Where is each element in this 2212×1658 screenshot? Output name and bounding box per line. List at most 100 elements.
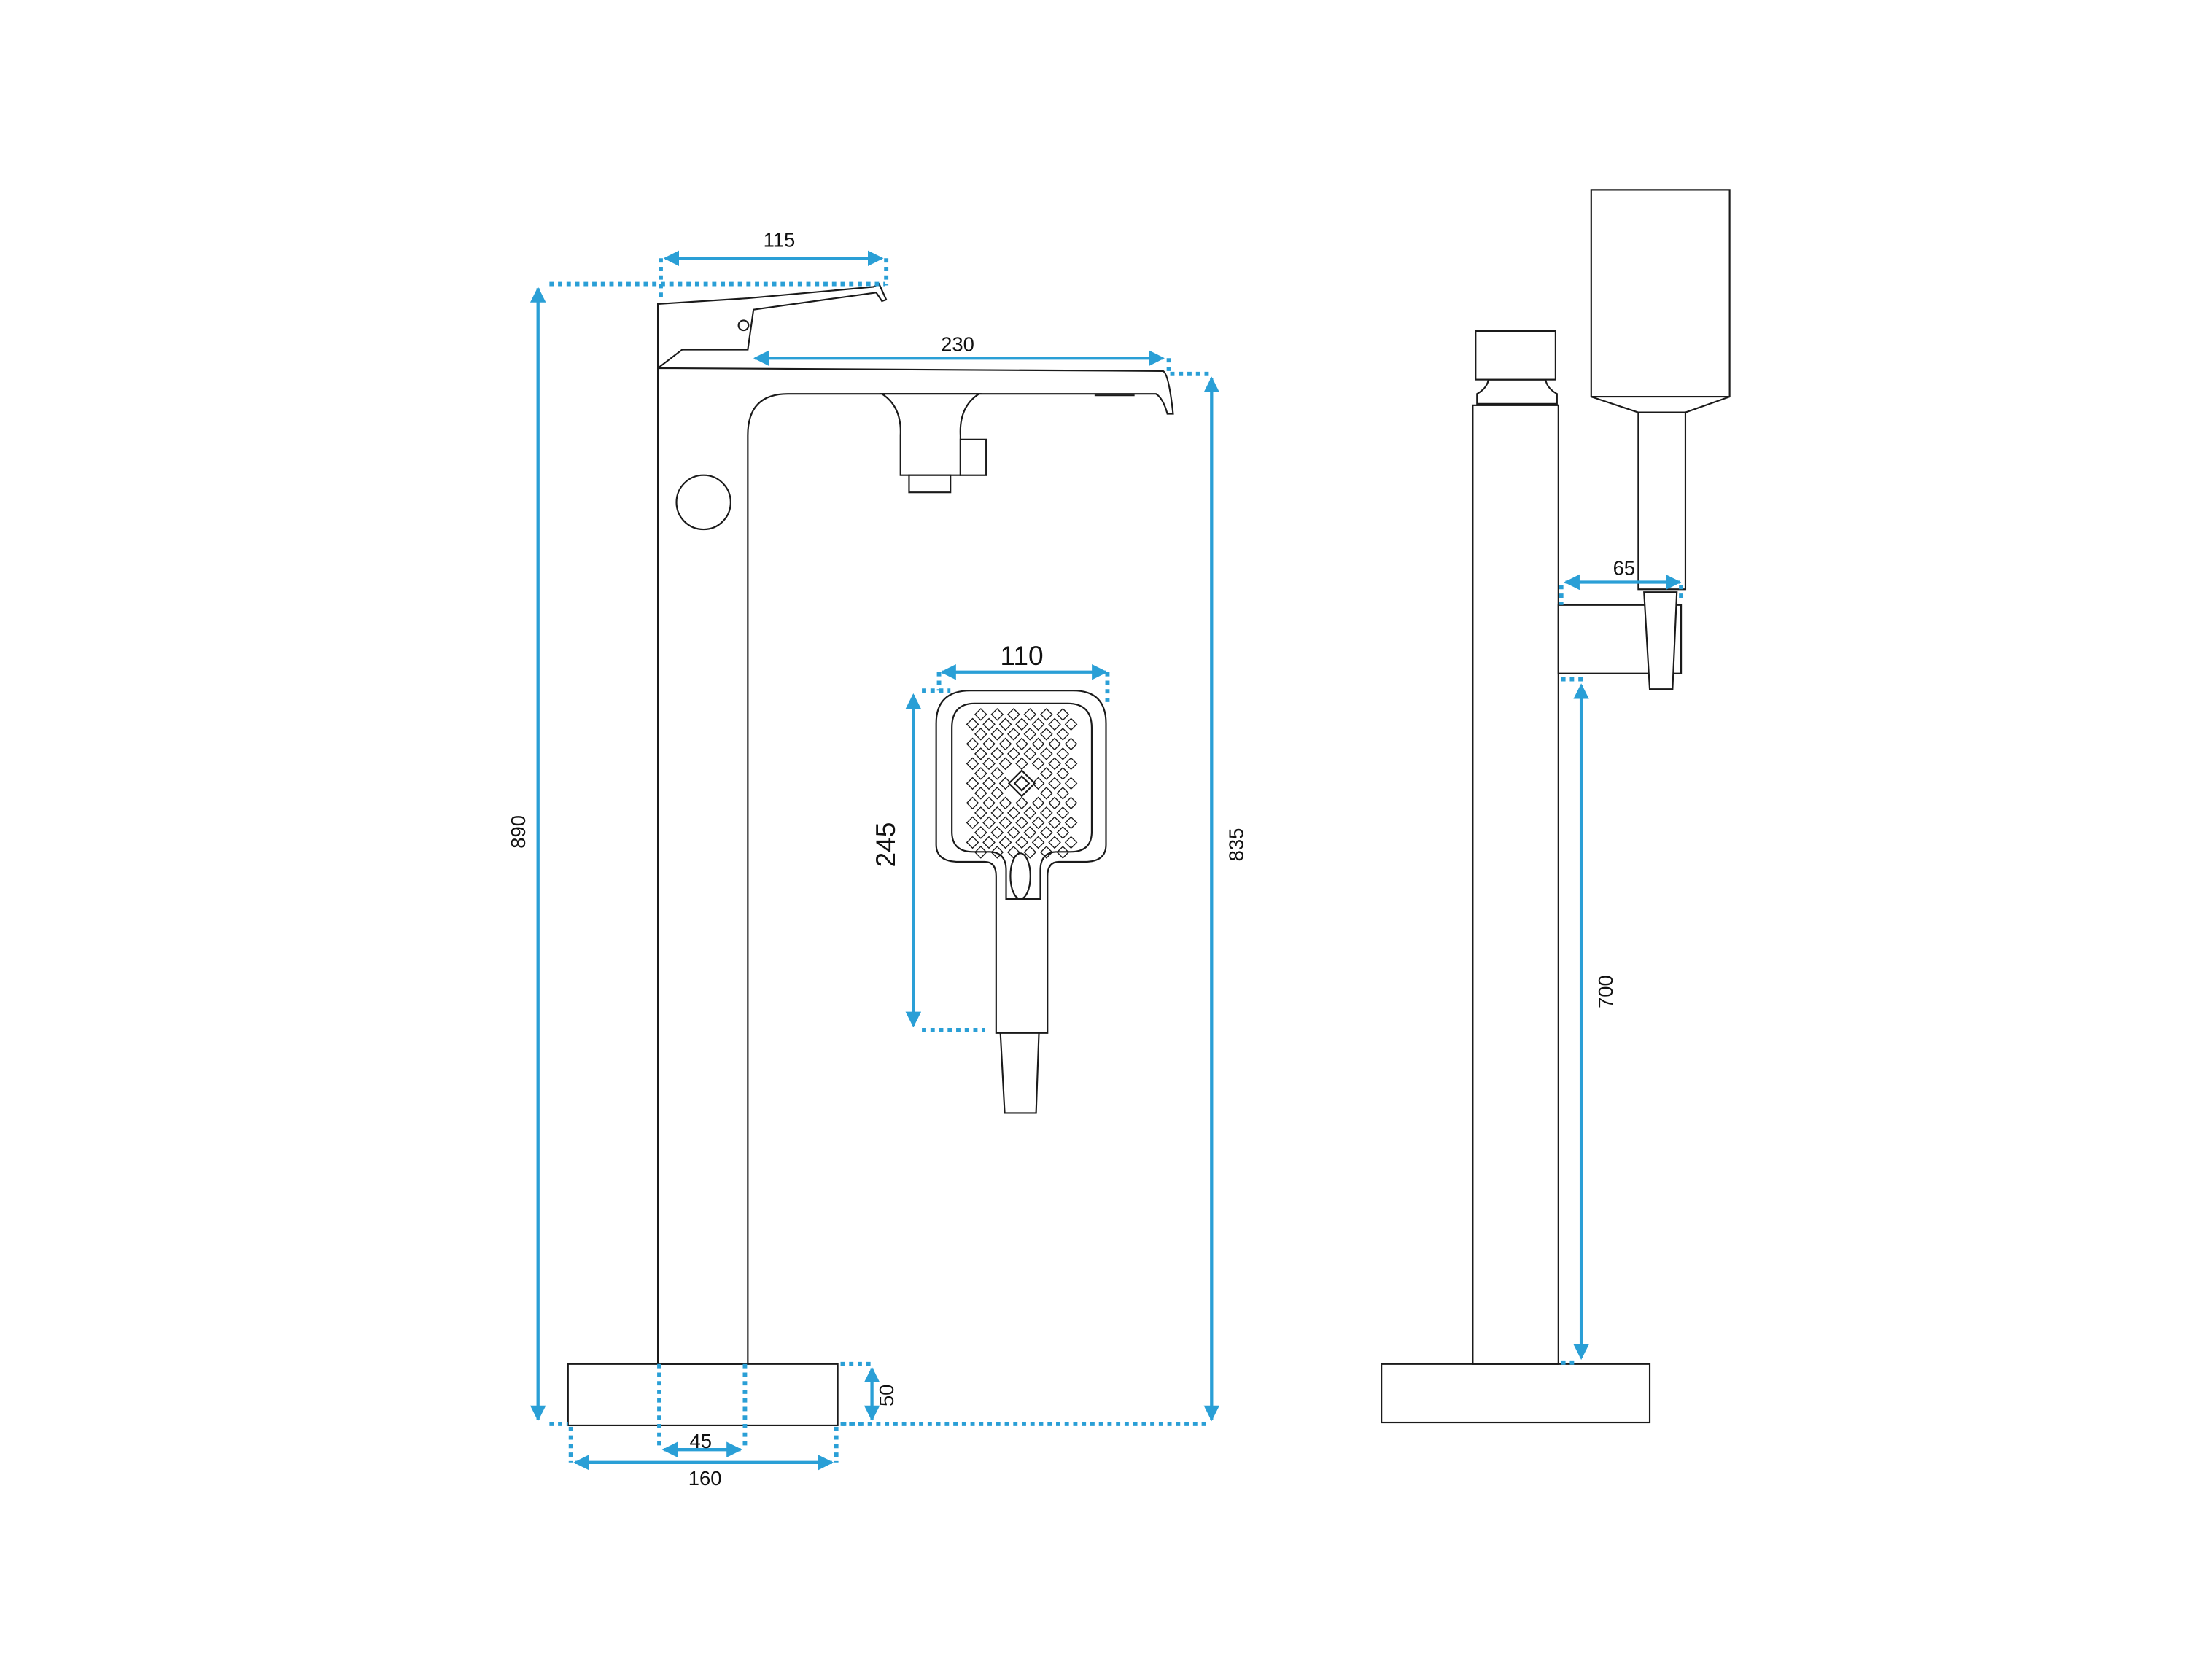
nozzle: [966, 717, 979, 731]
nozzle: [1015, 796, 1028, 810]
nozzle: [990, 787, 1004, 800]
nozzle: [1031, 796, 1045, 810]
nozzle: [990, 806, 1004, 820]
nozzle: [982, 796, 996, 810]
nozzle: [1015, 816, 1028, 830]
side-cap-neck: [1476, 378, 1558, 405]
lever-screw: [737, 319, 750, 332]
nozzle: [974, 728, 987, 741]
nozzle: [998, 777, 1012, 790]
nozzle: [1015, 836, 1028, 849]
nozzle: [1015, 737, 1028, 751]
nozzle: [1007, 747, 1020, 760]
nozzle: [1040, 806, 1053, 820]
nozzle: [982, 836, 996, 849]
outlet-thread: [908, 474, 952, 494]
nozzle: [1007, 708, 1020, 721]
nozzle: [1064, 836, 1078, 849]
spout: [656, 367, 1174, 1365]
nozzle: [1064, 777, 1078, 790]
dim-holder-height: 700: [1594, 975, 1617, 1008]
nozzle: [990, 846, 1004, 859]
nozzle: [974, 747, 987, 760]
nozzle: [998, 796, 1012, 810]
nozzle: [1023, 708, 1037, 721]
nozzle: [1040, 767, 1053, 780]
nozzle: [966, 777, 979, 790]
nozzle: [1007, 806, 1020, 820]
side-lever-cap: [1475, 330, 1556, 381]
nozzle: [1040, 708, 1053, 721]
dim-base-width: 160: [688, 1467, 722, 1490]
nozzle: [998, 757, 1012, 771]
dim-base-height: 50: [875, 1385, 898, 1406]
side-shower-handle: [1637, 411, 1687, 591]
nozzle: [966, 757, 979, 771]
diverter-knob: [675, 474, 731, 531]
nozzle: [1023, 806, 1037, 820]
dim-column-width: 45: [690, 1430, 712, 1452]
dim-total-height: 890: [507, 815, 529, 849]
nozzle: [982, 777, 996, 790]
dim-spout-reach: 230: [941, 332, 974, 355]
nozzle: [1023, 826, 1037, 839]
nozzle: [974, 846, 987, 859]
side-shower-head: [1590, 189, 1731, 413]
nozzle: [1031, 737, 1045, 751]
nozzle: [998, 836, 1012, 849]
nozzle: [1056, 767, 1070, 780]
nozzle: [1015, 757, 1028, 771]
center-nozzle-inner: [1013, 775, 1031, 792]
nozzle: [1056, 826, 1070, 839]
nozzle: [982, 717, 996, 731]
nozzle: [1064, 816, 1078, 830]
nozzle: [990, 728, 1004, 741]
nozzle: [1064, 737, 1078, 751]
nozzle: [966, 816, 979, 830]
nozzle: [998, 737, 1012, 751]
nozzle: [974, 767, 987, 780]
nozzle: [990, 747, 1004, 760]
nozzle: [1056, 747, 1070, 760]
nozzle: [1040, 747, 1053, 760]
nozzle: [1007, 846, 1020, 859]
nozzle: [1048, 796, 1061, 810]
nozzle: [1040, 787, 1053, 800]
shower-face: [951, 702, 1093, 900]
nozzle: [1048, 777, 1061, 790]
dim-shower-length: 245: [870, 822, 901, 868]
nozzle: [1031, 777, 1045, 790]
nozzle: [990, 826, 1004, 839]
nozzle: [974, 806, 987, 820]
nozzle: [1023, 846, 1037, 859]
dim-holder-projection: 65: [1613, 557, 1635, 580]
nozzle: [1048, 717, 1061, 731]
nozzle: [1031, 836, 1045, 849]
nozzle: [1048, 836, 1061, 849]
nozzle: [1064, 796, 1078, 810]
nozzle: [982, 737, 996, 751]
nozzle: [1040, 846, 1053, 859]
nozzle: [982, 757, 996, 771]
nozzle: [1056, 728, 1070, 741]
lever-handle: [656, 283, 888, 370]
hose-connector: [999, 1032, 1040, 1114]
nozzle: [1040, 728, 1053, 741]
front-view: [567, 283, 1174, 1427]
nozzle: [1031, 717, 1045, 731]
nozzle: [974, 708, 987, 721]
nozzle: [1064, 717, 1078, 731]
dimensions: 115 890 230 835 50 45 160 110 245: [507, 229, 1684, 1490]
side-base-plate: [1381, 1363, 1651, 1424]
outlet-connector: [959, 438, 987, 476]
nozzle: [1056, 787, 1070, 800]
nozzle: [990, 767, 1004, 780]
holder-cone: [1643, 591, 1678, 690]
nozzle: [1056, 708, 1070, 721]
nozzle: [1048, 757, 1061, 771]
side-view: [1381, 189, 1731, 1424]
nozzle: [982, 816, 996, 830]
nozzle-grid: [966, 708, 1078, 859]
nozzle: [1064, 757, 1078, 771]
